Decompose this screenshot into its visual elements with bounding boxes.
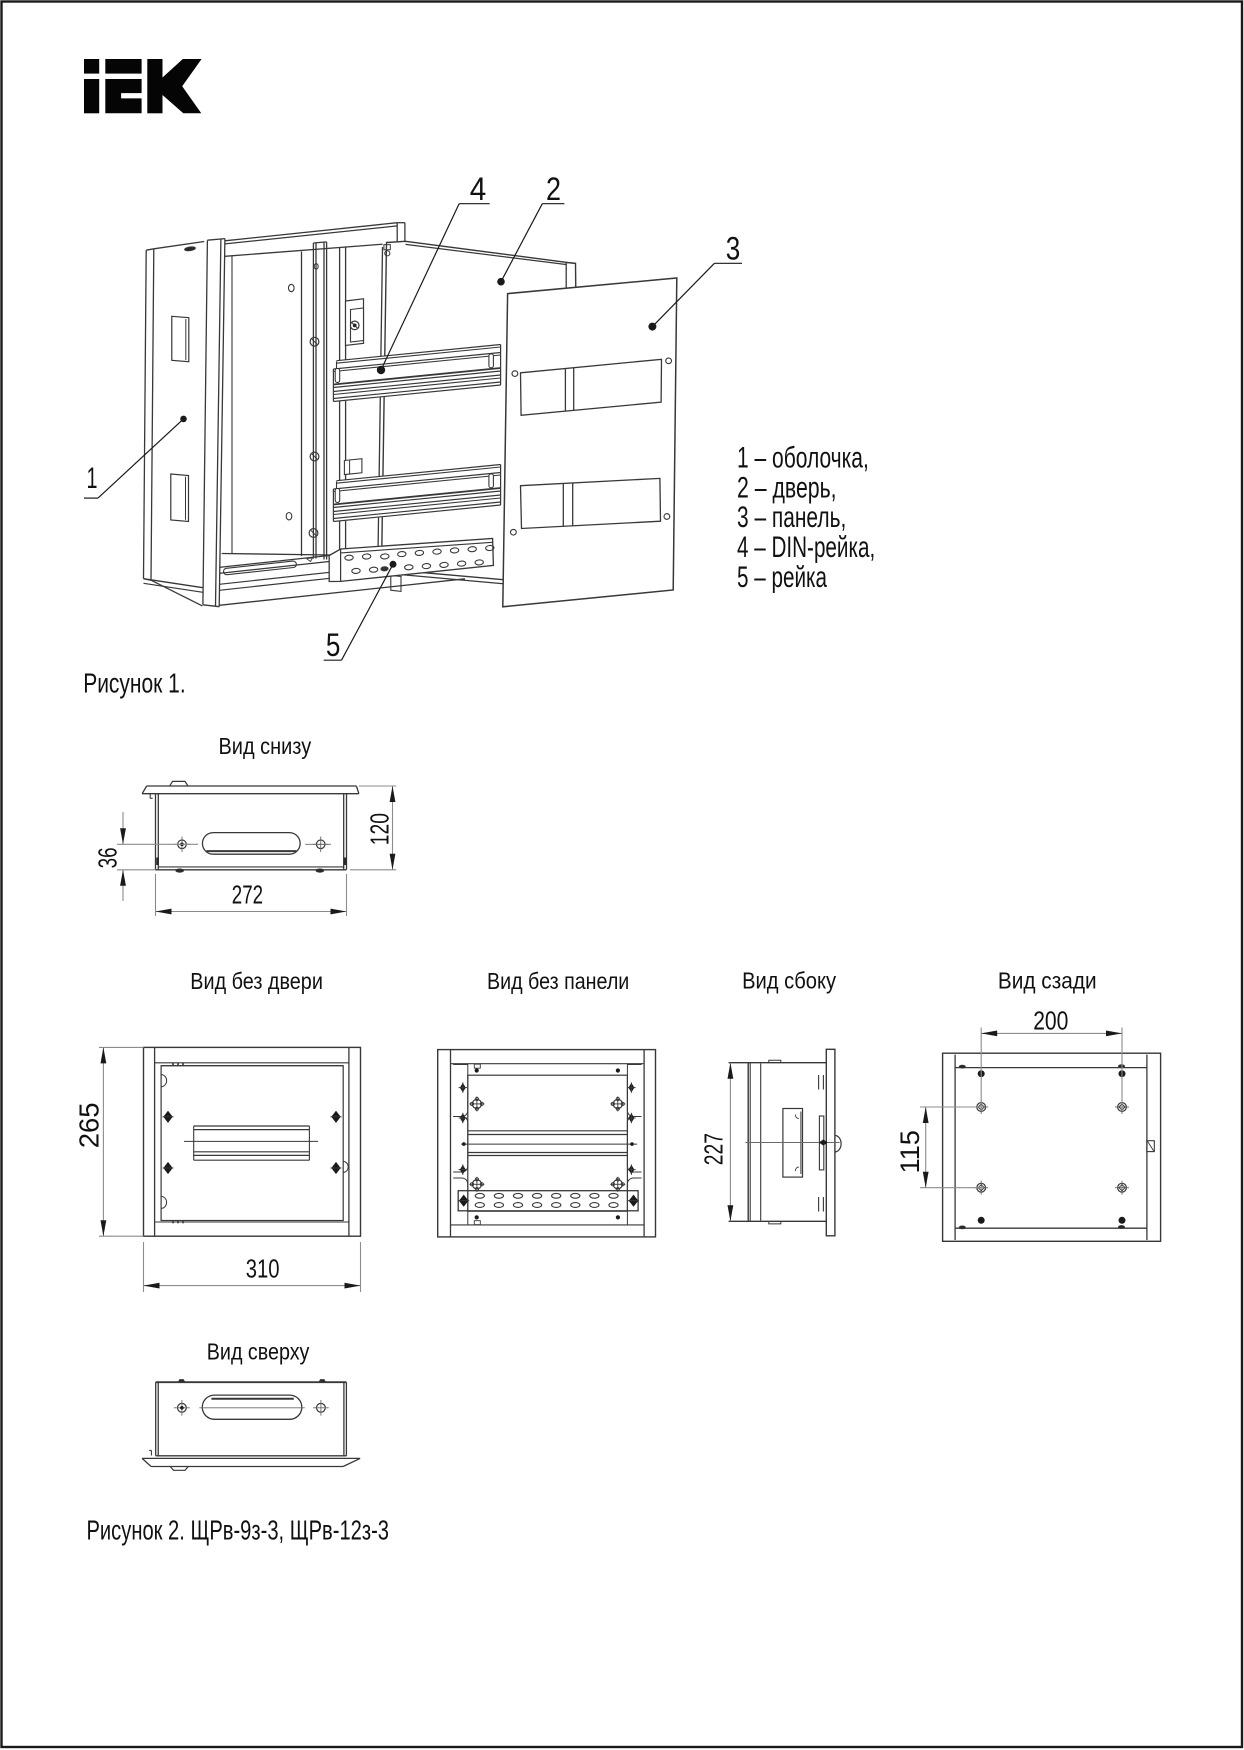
svg-text:Вид сзади: Вид сзади	[998, 968, 1097, 994]
svg-text:Рисунок 2. ЩРв-9з-3, ЩРв-12з-3: Рисунок 2. ЩРв-9з-3, ЩРв-12з-3	[87, 1515, 390, 1546]
svg-text:265: 265	[74, 1103, 105, 1149]
svg-text:4 – DIN-рейка,: 4 – DIN-рейка,	[737, 531, 875, 564]
svg-text:Вид снизу: Вид снизу	[219, 733, 312, 759]
svg-text:200: 200	[1033, 1006, 1068, 1036]
svg-text:3 – панель,: 3 – панель,	[737, 501, 846, 534]
svg-text:272: 272	[232, 879, 263, 909]
svg-text:Вид сбоку: Вид сбоку	[742, 968, 836, 994]
svg-text:36: 36	[93, 847, 123, 868]
svg-text:2 – дверь,: 2 – дверь,	[737, 471, 837, 504]
svg-text:1 – оболочка,: 1 – оболочка,	[737, 442, 869, 475]
svg-text:120: 120	[364, 813, 394, 845]
svg-text:Вид сверху: Вид сверху	[207, 1339, 310, 1365]
svg-text:115: 115	[895, 1130, 925, 1173]
svg-text:3: 3	[726, 230, 741, 266]
svg-text:Вид без панели: Вид без панели	[487, 968, 629, 994]
svg-text:2: 2	[546, 171, 561, 207]
svg-text:310: 310	[246, 1253, 280, 1283]
svg-text:5 – рейка: 5 – рейка	[737, 561, 827, 594]
svg-text:5: 5	[326, 627, 341, 663]
svg-text:Вид без двери: Вид без двери	[190, 968, 323, 994]
svg-text:227: 227	[700, 1133, 728, 1165]
svg-text:Рисунок 1.: Рисунок 1.	[83, 668, 186, 699]
svg-text:1: 1	[87, 462, 98, 495]
svg-text:4: 4	[470, 171, 487, 207]
